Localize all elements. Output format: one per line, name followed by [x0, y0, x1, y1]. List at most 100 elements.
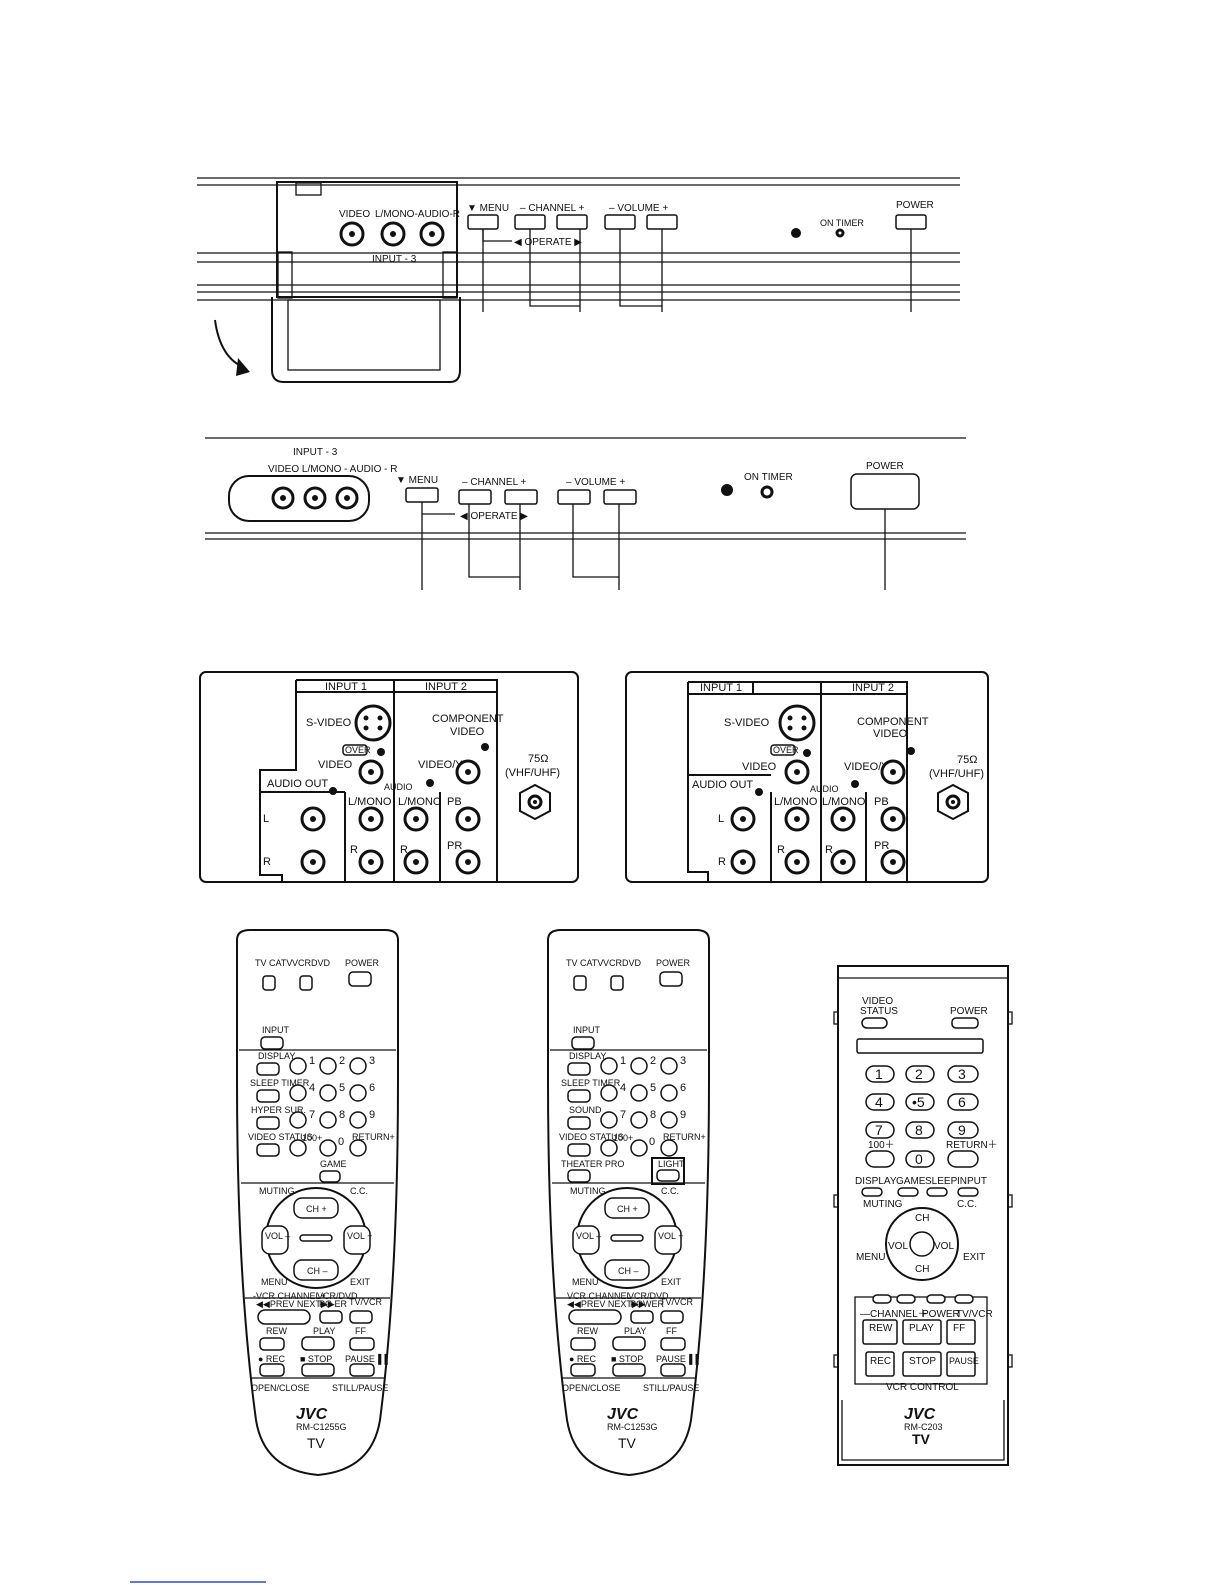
volume-down-button[interactable]: [604, 214, 636, 230]
r2-sleep-button[interactable]: [567, 1089, 591, 1103]
r2-vcr-channel-button[interactable]: [568, 1309, 622, 1325]
r2-return-label: RETURN+: [663, 1132, 706, 1142]
r1-sleep-label: SLEEP TIMER: [250, 1078, 310, 1088]
r2-display-button[interactable]: [567, 1062, 591, 1076]
rear-panel-left: INPUT 1 INPUT 2 S-VIDEO OVER VIDEO AUDIO…: [199, 671, 579, 883]
r3-videostatus-button[interactable]: [861, 1017, 888, 1029]
r2-vol-down[interactable]: [572, 1225, 600, 1255]
r1-rew-button[interactable]: [259, 1337, 285, 1351]
antenna-label2: (VHF/UHF): [505, 767, 560, 779]
r2-mode-switch-2[interactable]: [610, 975, 624, 991]
r1-play-button[interactable]: [301, 1336, 335, 1351]
r1-pause-button[interactable]: [349, 1363, 375, 1377]
r3-tv-bottom-label: TV: [912, 1431, 931, 1447]
r1-tvvcr-button[interactable]: [349, 1310, 373, 1324]
r2-ff-label: FF: [666, 1326, 677, 1336]
channel-up-button[interactable]: [556, 214, 588, 230]
r1-mode-switch-1[interactable]: [262, 975, 276, 991]
r2-stop-button[interactable]: [612, 1363, 646, 1377]
r2-vcr-power-button[interactable]: [630, 1310, 654, 1324]
r3-play-button[interactable]: [902, 1319, 942, 1345]
channel-down-button-b[interactable]: [458, 489, 492, 505]
power-button[interactable]: [895, 214, 927, 230]
r1-volp-label: VOL +: [347, 1231, 372, 1241]
r1-stillpause-label: STILL/PAUSE: [332, 1383, 388, 1393]
r3-power-button[interactable]: [951, 1017, 979, 1029]
r3-power2-label: POWER: [922, 1309, 960, 1320]
svg-text:6: 6: [369, 1082, 375, 1094]
r1-catv-label: CATV: [269, 958, 292, 968]
r2-rew-button[interactable]: [570, 1337, 596, 1351]
r1-display-button[interactable]: [256, 1062, 280, 1076]
r2-ch-down[interactable]: [604, 1259, 650, 1281]
r3-rec-button[interactable]: [865, 1351, 895, 1377]
r1-videostatus-button[interactable]: [256, 1143, 280, 1157]
r1-power-button[interactable]: [348, 971, 372, 987]
r2-tvvcr-button[interactable]: [660, 1310, 684, 1324]
r1-game-button[interactable]: [319, 1170, 341, 1183]
r1-ch-up[interactable]: [293, 1197, 339, 1219]
r3-stop-button[interactable]: [902, 1351, 942, 1377]
channel-down-button[interactable]: [514, 214, 546, 230]
front-panel-bottom: INPUT - 3 VIDEO L/MONO - AUDIO - R ▼ MEN…: [205, 437, 966, 590]
r1-rec-label: ● REC: [258, 1354, 285, 1364]
power-button-b[interactable]: [850, 473, 920, 510]
r1-rec-button[interactable]: [259, 1363, 285, 1377]
r3-ff-button[interactable]: [946, 1319, 976, 1345]
r1-vcr-power-button[interactable]: [319, 1310, 343, 1324]
r2-pause-button[interactable]: [660, 1363, 686, 1377]
volume-up-button[interactable]: [646, 214, 678, 230]
r2-rec-button[interactable]: [570, 1363, 596, 1377]
r1-chm-label: CH –: [307, 1266, 328, 1276]
r3-pause-button[interactable]: [946, 1351, 976, 1377]
r2-power-button[interactable]: [659, 971, 683, 987]
menu-button-b[interactable]: [405, 487, 439, 503]
r2-ff-button[interactable]: [660, 1337, 686, 1351]
r2-mode-switch-1[interactable]: [573, 975, 587, 991]
r1-prevnext-label: ◀◀PREV NEXT▶▶: [256, 1299, 335, 1309]
r1-stop-button[interactable]: [301, 1363, 335, 1377]
volume-label-b: – VOLUME +: [566, 477, 625, 488]
r2-vol-up[interactable]: [654, 1225, 682, 1255]
r1-input-button[interactable]: [260, 1036, 284, 1050]
r1-ff-button[interactable]: [349, 1337, 375, 1351]
input3-label: INPUT - 3: [372, 254, 417, 265]
r1-hypersur-button[interactable]: [256, 1116, 280, 1130]
r-label-2r: R: [825, 844, 833, 856]
r1-vol-down[interactable]: [261, 1225, 289, 1255]
volume-up-button-b[interactable]: [603, 489, 637, 505]
r1-mode-switch-2[interactable]: [299, 975, 313, 991]
channel-up-button-b[interactable]: [504, 489, 538, 505]
r1-vcr-channel-button[interactable]: [257, 1309, 311, 1325]
r2-videostatus-button[interactable]: [567, 1143, 591, 1157]
r3-zero: 0: [915, 1151, 923, 1167]
component-label: COMPONENT: [432, 713, 504, 725]
r3-ff-label: FF: [953, 1323, 965, 1334]
r1-ch-down[interactable]: [293, 1259, 339, 1281]
r3-numpad: [865, 1065, 979, 1168]
r2-sound-button[interactable]: [567, 1116, 591, 1130]
r2-display-label: DISPLAY: [569, 1051, 606, 1061]
r1-hypersur-label: HYPER SUR.: [251, 1105, 306, 1115]
r2-theater-button[interactable]: [567, 1169, 591, 1183]
r3-rew-button[interactable]: [862, 1319, 898, 1345]
video-label-rear: VIDEO: [318, 759, 353, 771]
r3-muting-label: MUTING: [863, 1199, 903, 1210]
r2-play-button[interactable]: [612, 1336, 646, 1351]
r1-sleep-button[interactable]: [256, 1089, 280, 1103]
r2-exit-label: EXIT: [661, 1277, 682, 1287]
component-label2-r: VIDEO: [873, 728, 908, 740]
r1-vol-up[interactable]: [343, 1225, 371, 1255]
volume-label: – VOLUME +: [609, 203, 668, 214]
input2-label-r: INPUT 2: [852, 682, 894, 694]
volume-down-button-b[interactable]: [557, 489, 591, 505]
r2-prevnext-label: ◀◀PREV NEXT▶▶: [567, 1299, 646, 1309]
svg-text:6: 6: [680, 1082, 686, 1094]
menu-button[interactable]: [467, 214, 499, 230]
r2-ch-up[interactable]: [604, 1197, 650, 1219]
r2-input-button[interactable]: [571, 1036, 595, 1050]
svg-text:5: 5: [650, 1082, 656, 1094]
r2-light-button[interactable]: [656, 1169, 680, 1182]
r2-sleep-label: SLEEP TIMER: [561, 1078, 621, 1088]
